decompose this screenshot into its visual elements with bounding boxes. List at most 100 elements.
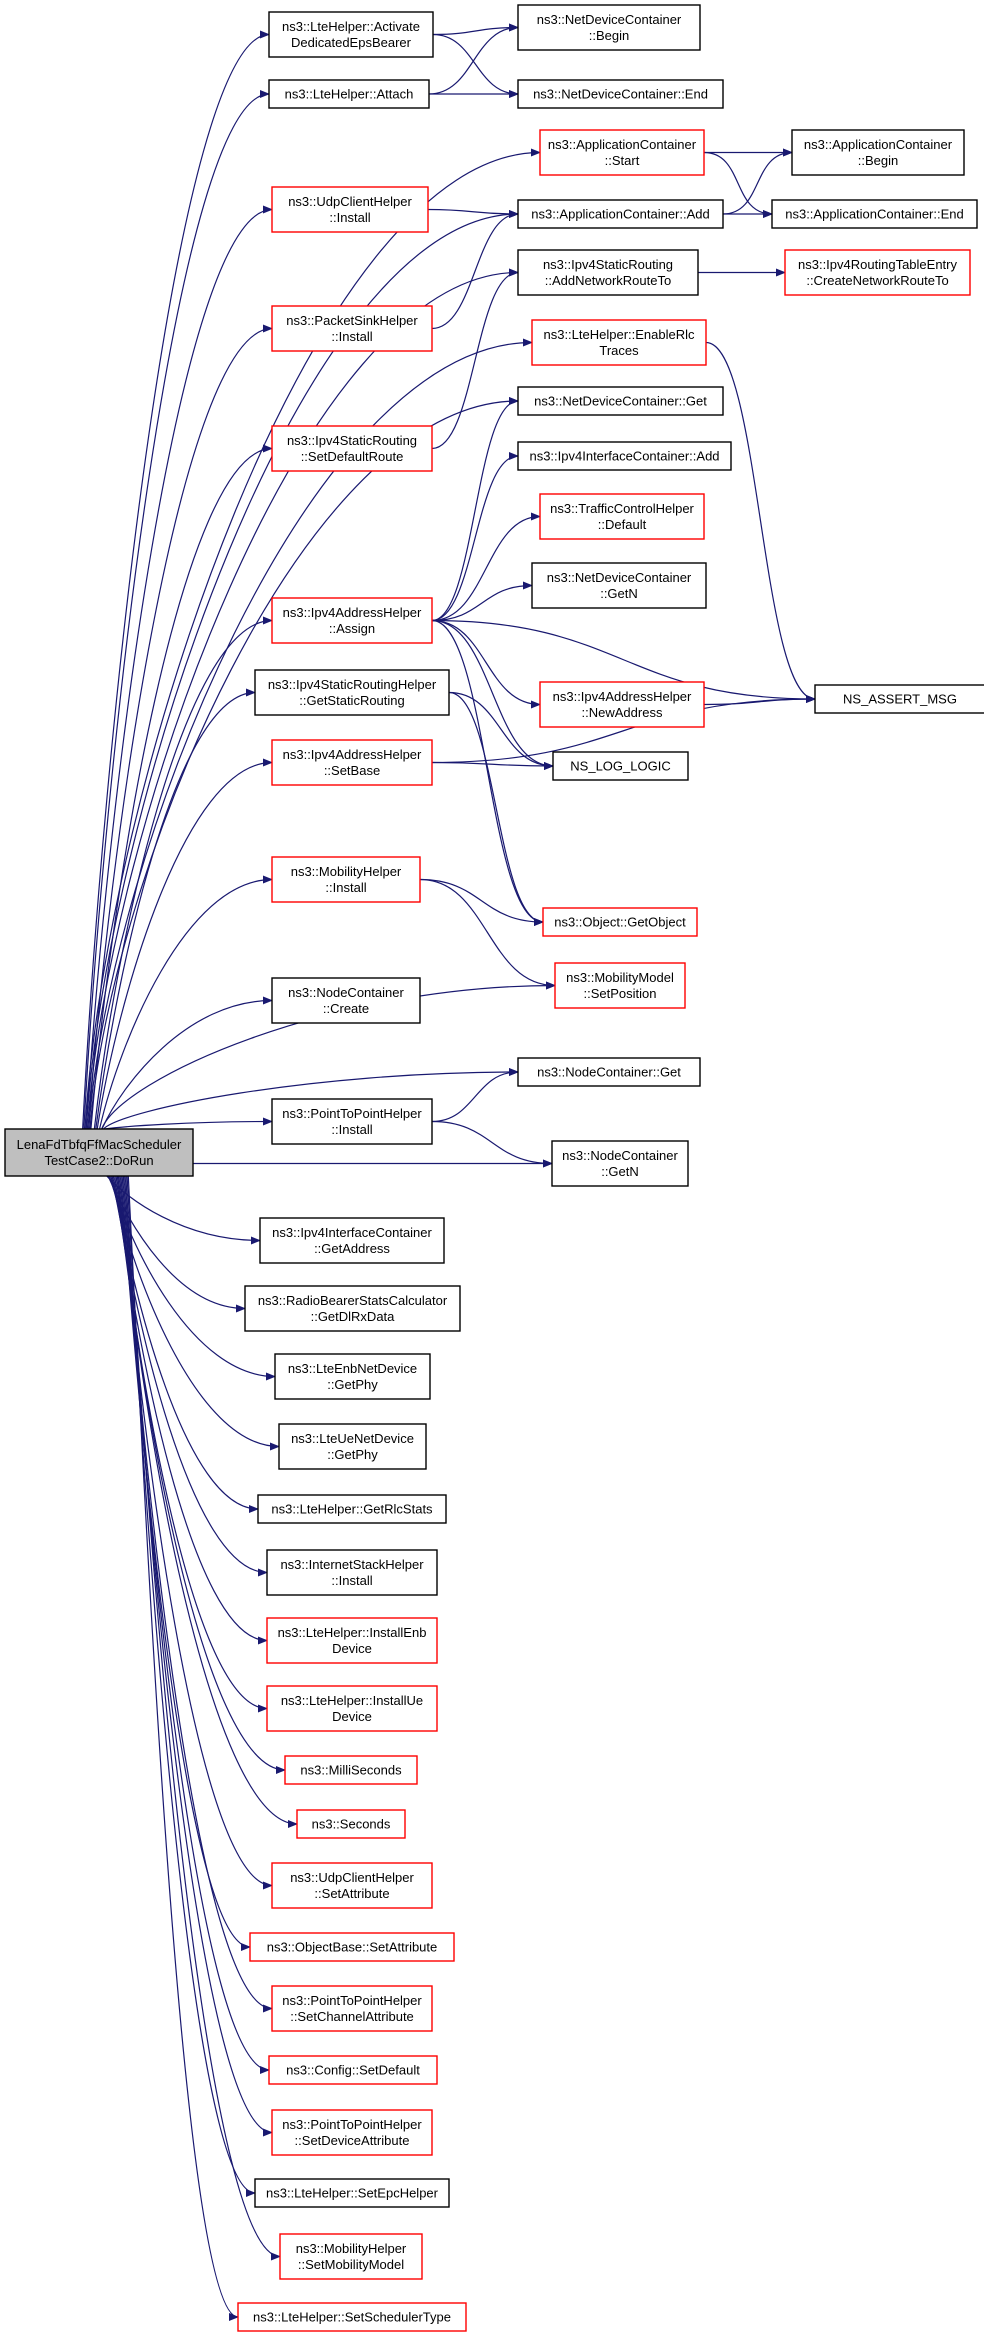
node-box [271, 1985, 433, 2032]
node-label: ns3::NodeContainer [562, 1148, 678, 1163]
node-label: ::SetPosition [584, 986, 657, 1001]
call-edge-arrow [722, 148, 793, 215]
node-label: ns3::MilliSeconds [300, 1763, 402, 1778]
node-box [271, 977, 421, 1024]
function-node[interactable]: ns3::PointToPointHelper::SetChannelAttri… [271, 1985, 433, 2032]
node-box [791, 129, 965, 176]
node-label: ::SetBase [324, 763, 380, 778]
call-edge-arrow [84, 148, 541, 1130]
node-box [266, 1549, 438, 1596]
node-box [517, 441, 732, 471]
function-node[interactable]: ns3::TrafficControlHelper::Default [539, 493, 705, 540]
function-node[interactable]: ns3::ApplicationContainer::Start [539, 129, 705, 176]
call-edge-arrow [432, 23, 519, 36]
function-node[interactable]: ns3::Ipv4AddressHelper::SetBase [271, 739, 433, 786]
call-edge-arrow [432, 33, 519, 98]
node-label: ns3::MobilityHelper [296, 2241, 407, 2256]
function-node[interactable]: ns3::UdpClientHelper::Install [271, 186, 429, 233]
node-label: ns3::Ipv4RoutingTableEntry [798, 257, 957, 272]
node-label: TestCase2::DoRun [44, 1153, 153, 1168]
node-box [771, 199, 978, 229]
call-edge-arrow [114, 1175, 268, 1645]
function-node[interactable]: ns3::MobilityHelper::SetMobilityModel [279, 2233, 423, 2280]
node-label: ns3::LteHelper::SetSchedulerType [253, 2310, 451, 2325]
function-node: ns3::ApplicationContainer::Add [517, 199, 724, 229]
function-node: ns3::LteUeNetDevice::GetPhy [278, 1423, 427, 1470]
function-node[interactable]: ns3::MobilityHelper::Install [271, 856, 421, 903]
node-label: ::Start [605, 153, 640, 168]
function-node[interactable]: ns3::PacketSinkHelper::Install [271, 305, 433, 352]
call-edge-arrow [448, 691, 554, 770]
node-box [254, 669, 450, 716]
node-label: ns3::LteHelper::GetRlcStats [271, 1502, 433, 1517]
function-node: ns3::ApplicationContainer::Begin [791, 129, 965, 176]
node-label: ns3::LteUeNetDevice [291, 1431, 414, 1446]
function-node[interactable]: ns3::Seconds [296, 1809, 406, 1839]
function-node[interactable]: ns3::MilliSeconds [284, 1755, 418, 1785]
node-label: ns3::LteEnbNetDevice [288, 1361, 417, 1376]
call-edge-arrow [427, 208, 519, 218]
node-label: ns3::ObjectBase::SetAttribute [267, 1940, 438, 1955]
node-box [257, 1494, 447, 1524]
call-edge-arrow [120, 1175, 251, 1951]
function-node[interactable]: ns3::Ipv4RoutingTableEntry::CreateNetwor… [784, 249, 971, 296]
call-edge-arrow [101, 996, 273, 1130]
node-box [268, 2055, 438, 2085]
function-node: ns3::NodeContainer::Get [517, 1057, 701, 1087]
node-label: ns3::ApplicationContainer::End [785, 207, 964, 222]
node-box [531, 562, 707, 609]
call-edge-arrow [88, 338, 533, 1130]
function-node[interactable]: ns3::MobilityModel::SetPosition [554, 962, 686, 1009]
function-node[interactable]: ns3::Ipv4StaticRouting::SetDefaultRoute [271, 425, 433, 472]
node-label: ns3::Seconds [312, 1817, 391, 1832]
node-label: ns3::ApplicationContainer::Add [531, 207, 710, 222]
function-node: ns3::PointToPointHelper::Install [271, 1098, 433, 1145]
node-box [554, 962, 686, 1009]
call-edge-arrow [703, 695, 816, 706]
node-label: NS_ASSERT_MSG [843, 692, 957, 707]
function-node[interactable]: ns3::Object::GetObject [542, 907, 698, 937]
function-node: ns3::LteEnbNetDevice::GetPhy [274, 1353, 431, 1400]
edge-layer [82, 23, 816, 2321]
node-label: ::GetN [600, 586, 638, 601]
call-edge-arrow [85, 205, 273, 1130]
node-box [279, 2233, 423, 2280]
node-label: ns3::NodeContainer::Get [537, 1065, 681, 1080]
node-box [517, 199, 724, 229]
call-edge-arrow [431, 619, 541, 709]
function-node[interactable]: ns3::PointToPointHelper::SetDeviceAttrib… [271, 2109, 433, 2156]
function-node[interactable]: ns3::UdpClientHelper::SetAttribute [271, 1862, 433, 1909]
call-edge-arrow [431, 695, 816, 764]
call-edge-arrow [431, 210, 519, 330]
node-box [271, 186, 429, 233]
function-node[interactable]: ns3::Config::SetDefault [268, 2055, 438, 2085]
node-label: ::CreateNetworkRouteTo [806, 273, 948, 288]
call-edge-arrow [703, 151, 773, 218]
node-box [266, 1685, 438, 1732]
node-label: ::GetStaticRouting [299, 693, 405, 708]
call-edge-arrow [431, 1068, 519, 1123]
node-box [4, 1128, 194, 1177]
node-label: ns3::Ipv4AddressHelper [283, 747, 422, 762]
node-box [268, 11, 434, 58]
function-node: ns3::NodeContainer::GetN [551, 1140, 689, 1187]
function-node[interactable]: ns3::Ipv4AddressHelper::NewAddress [539, 681, 705, 728]
function-node[interactable]: ns3::Ipv4AddressHelper::Assign [271, 597, 433, 644]
node-box [531, 319, 707, 366]
function-node[interactable]: ns3::ObjectBase::SetAttribute [249, 1932, 455, 1962]
node-label: ns3::LteHelper::Attach [285, 87, 414, 102]
function-node[interactable]: ns3::LteHelper::SetSchedulerType [237, 2302, 467, 2332]
node-label: ::Install [325, 880, 366, 895]
node-box [814, 684, 984, 714]
call-edge-arrow [431, 512, 541, 622]
call-edge-arrow [95, 688, 256, 1130]
node-label: ns3::LteHelper::EnableRlc [543, 327, 695, 342]
call-edge-arrow [431, 397, 519, 622]
call-edge-arrow [419, 878, 556, 990]
call-edge-arrow [705, 341, 816, 703]
node-label: ns3::NodeContainer [288, 985, 404, 1000]
node-label: ns3::RadioBearerStatsCalculator [258, 1293, 448, 1308]
